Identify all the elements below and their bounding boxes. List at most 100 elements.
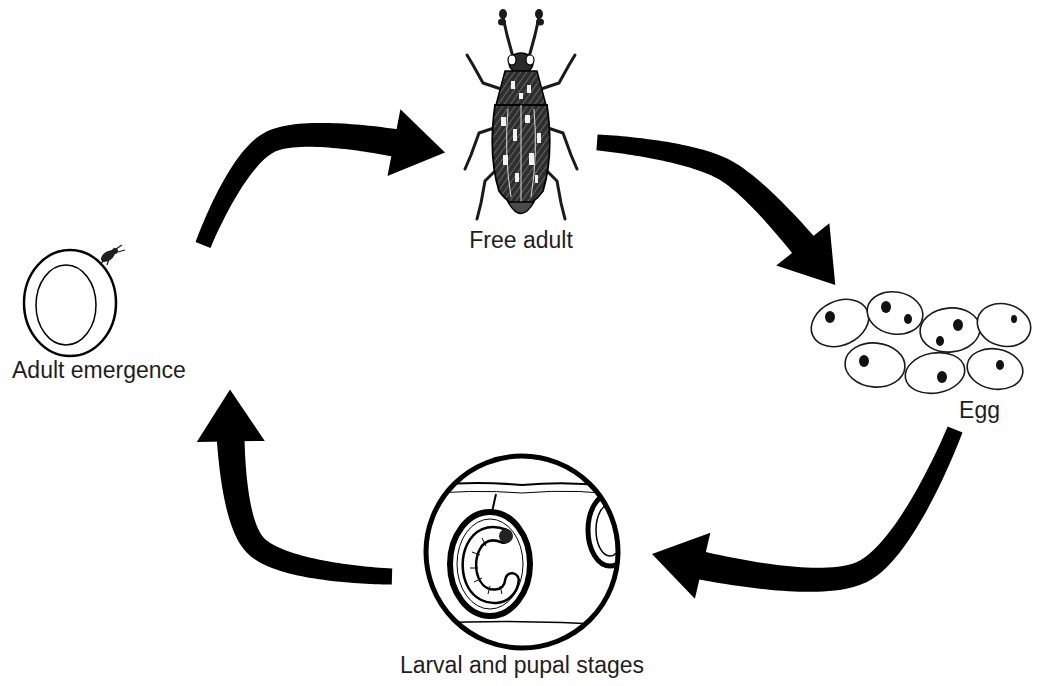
- egg-illustration-part-part: [1011, 315, 1017, 323]
- egg-illustration-part: [804, 287, 1036, 397]
- seed-section-illustration-part-part-part: [472, 552, 480, 555]
- egg-illustration-part-part: [843, 340, 907, 389]
- egg-illustration-part-part: [964, 344, 1026, 393]
- egg-illustration-part-part: [953, 319, 963, 331]
- bean-illustration-part-part: [116, 245, 122, 249]
- seed-section-illustration-part-part-part: [474, 578, 482, 582]
- cycle-arrow: [196, 109, 445, 248]
- weevil-illustration: [465, 9, 577, 219]
- seed-section-illustration-part: [412, 483, 632, 626]
- seed-section-illustration-part: [426, 456, 618, 648]
- cycle-arrow: [197, 389, 392, 584]
- bean-illustration-part-part: [118, 250, 125, 252]
- weevil-illustration-part-part: [498, 19, 506, 26]
- arrow-head: [652, 533, 710, 599]
- seed-section-illustration-part-part: [412, 483, 632, 490]
- egg-illustration-part-part: [918, 305, 982, 354]
- weevil-illustration-part-part: [503, 155, 508, 165]
- weevil-illustration-part: [507, 105, 536, 207]
- bean-illustration-part-part: [100, 260, 104, 265]
- seed-section-illustration-part-part: [469, 534, 512, 597]
- seed-section-illustration-part-part: [469, 534, 512, 597]
- weevil-illustration-part-part: [536, 19, 544, 26]
- weevil-illustration-part-part: [515, 173, 519, 182]
- weevil-illustration-part-part: [527, 85, 531, 93]
- egg-illustration-part-part: [936, 336, 944, 346]
- egg-illustration-part-part: [996, 360, 1004, 370]
- egg-illustration-part-part: [904, 314, 912, 324]
- seed-section-illustration-part-part-part: [488, 586, 490, 594]
- egg-illustration-part-part: [937, 371, 947, 383]
- weevil-illustration-part-part: [537, 133, 541, 143]
- arrow-shaft: [196, 123, 399, 248]
- egg-illustration-part-part: [902, 348, 968, 398]
- weevil-illustration-part-part: [541, 55, 575, 89]
- stage-label: Egg: [959, 397, 1000, 423]
- stage-node: Free adult: [445, 5, 597, 259]
- stage-label: Adult emergence: [12, 357, 186, 383]
- egg-illustration-part-part: [881, 301, 891, 313]
- label-row: Free adult: [445, 227, 597, 253]
- weevil-illustration-part: [498, 9, 544, 26]
- weevil-illustration-part-part: [529, 153, 534, 165]
- label-row: Egg: [800, 397, 1000, 423]
- stage-node: Egg: [800, 285, 1035, 429]
- seed-section-illustration: [412, 456, 632, 648]
- weevil-illustration-part-part: [467, 55, 501, 89]
- egg-illustration-part-part: [972, 298, 1035, 353]
- stage-node: Larval and pupal stages: [392, 452, 652, 678]
- weevil-illustration-part: [526, 55, 534, 65]
- egg-illustration-part: [825, 301, 1017, 383]
- weevil-illustration-part-part: [513, 129, 517, 141]
- weevil-illustration-part: [492, 105, 549, 207]
- seed-section-illustration-part-part: [470, 538, 502, 594]
- weevil-illustration-part-part: [499, 9, 507, 19]
- weevil-illustration-part-part: [535, 9, 543, 19]
- weevil-illustration-part-part: [501, 117, 506, 126]
- bean-illustration-part: [24, 250, 116, 356]
- arrow-shaft: [596, 134, 814, 254]
- seed-section-illustration-part-part-part: [482, 538, 486, 546]
- egg-illustration: [804, 287, 1036, 397]
- weevil-illustration-part: [508, 202, 534, 214]
- weevil-illustration-part: [496, 71, 546, 105]
- weevil-illustration-part: [509, 53, 533, 73]
- label-row: Adult emergence: [12, 357, 308, 383]
- arrow-shaft: [217, 439, 392, 585]
- cycle-arrow: [652, 426, 963, 598]
- weevil-illustration-part: [508, 55, 516, 65]
- label-row: Larval and pupal stages: [392, 652, 652, 678]
- weevil-illustration-part-part: [511, 81, 515, 89]
- arrow-shaft: [698, 426, 963, 591]
- weevil-illustration-part-part: [525, 115, 530, 123]
- bean-illustration-part: [99, 248, 117, 265]
- stage-label: Larval and pupal stages: [400, 652, 644, 678]
- seed-section-illustration-part-part: [499, 529, 513, 543]
- stage-label: Free adult: [469, 227, 573, 253]
- bean-illustration: [24, 245, 125, 356]
- cycle-arrow: [596, 134, 835, 285]
- seed-section-illustration-part-part-part: [470, 568, 478, 569]
- seed-section-illustration-part-part: [450, 512, 530, 616]
- seed-section-illustration-part-part: [588, 494, 632, 566]
- seed-section-illustration-part-part: [412, 621, 632, 626]
- weevil-illustration-part-part: [519, 93, 523, 99]
- arrow-head: [197, 389, 265, 441]
- egg-illustration-part-part: [859, 355, 869, 367]
- seed-section-illustration-part-part: [457, 519, 523, 609]
- weevil-illustration-part: [465, 17, 577, 219]
- egg-illustration-part-part: [825, 311, 835, 323]
- bean-illustration-part-part: [107, 259, 109, 265]
- weevil-illustration-part-part: [535, 175, 538, 183]
- stage-node: Adult emergence: [8, 245, 308, 389]
- weevil-illustration-part-part: [521, 105, 522, 207]
- weevil-illustration-part: [501, 81, 541, 183]
- seed-section-illustration-part-part-part: [500, 586, 502, 594]
- egg-illustration-part-part: [864, 287, 926, 338]
- arrow-head: [387, 109, 445, 176]
- weevil-illustration-part-part: [507, 109, 511, 197]
- arrow-head: [776, 223, 835, 285]
- bean-illustration-part: [36, 265, 96, 345]
